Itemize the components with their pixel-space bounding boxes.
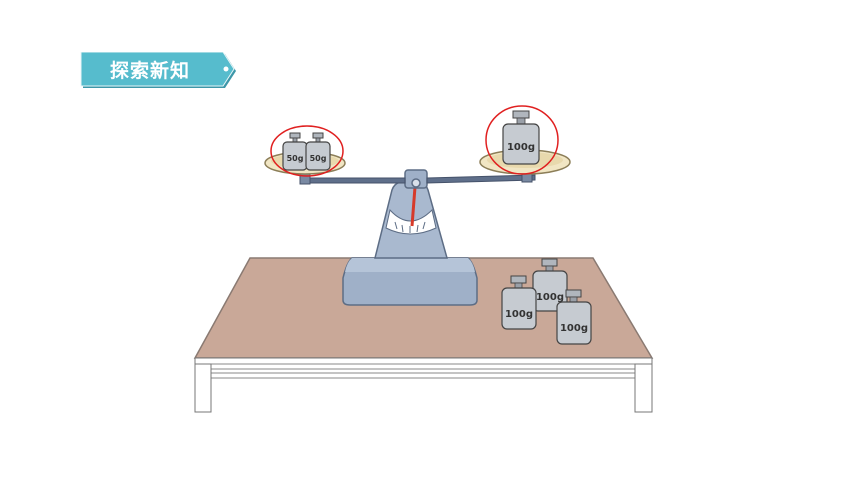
section-title-tag: 探索新知 [80, 52, 236, 90]
highlight-circle-right [485, 105, 559, 175]
scale-body [342, 169, 478, 306]
weight-label: 50g [287, 154, 304, 163]
highlight-circle-left [270, 125, 344, 177]
section-title: 探索新知 [109, 60, 190, 82]
weight-label: 100g [536, 292, 564, 303]
weight-label: 100g [507, 142, 535, 153]
table-weight-2: 100g [501, 275, 537, 330]
weight-label: 100g [560, 323, 588, 334]
weight-label: 50g [310, 154, 327, 163]
table-weight-3: 100g [556, 289, 592, 345]
weight-50g-left: 50g [282, 132, 308, 171]
weight-100g-pan: 100g [502, 110, 540, 165]
weight-50g-right: 50g [305, 132, 331, 171]
scale-beam [299, 167, 536, 185]
weight-label: 100g [505, 309, 533, 320]
table-weight-1: 100g [532, 258, 568, 312]
